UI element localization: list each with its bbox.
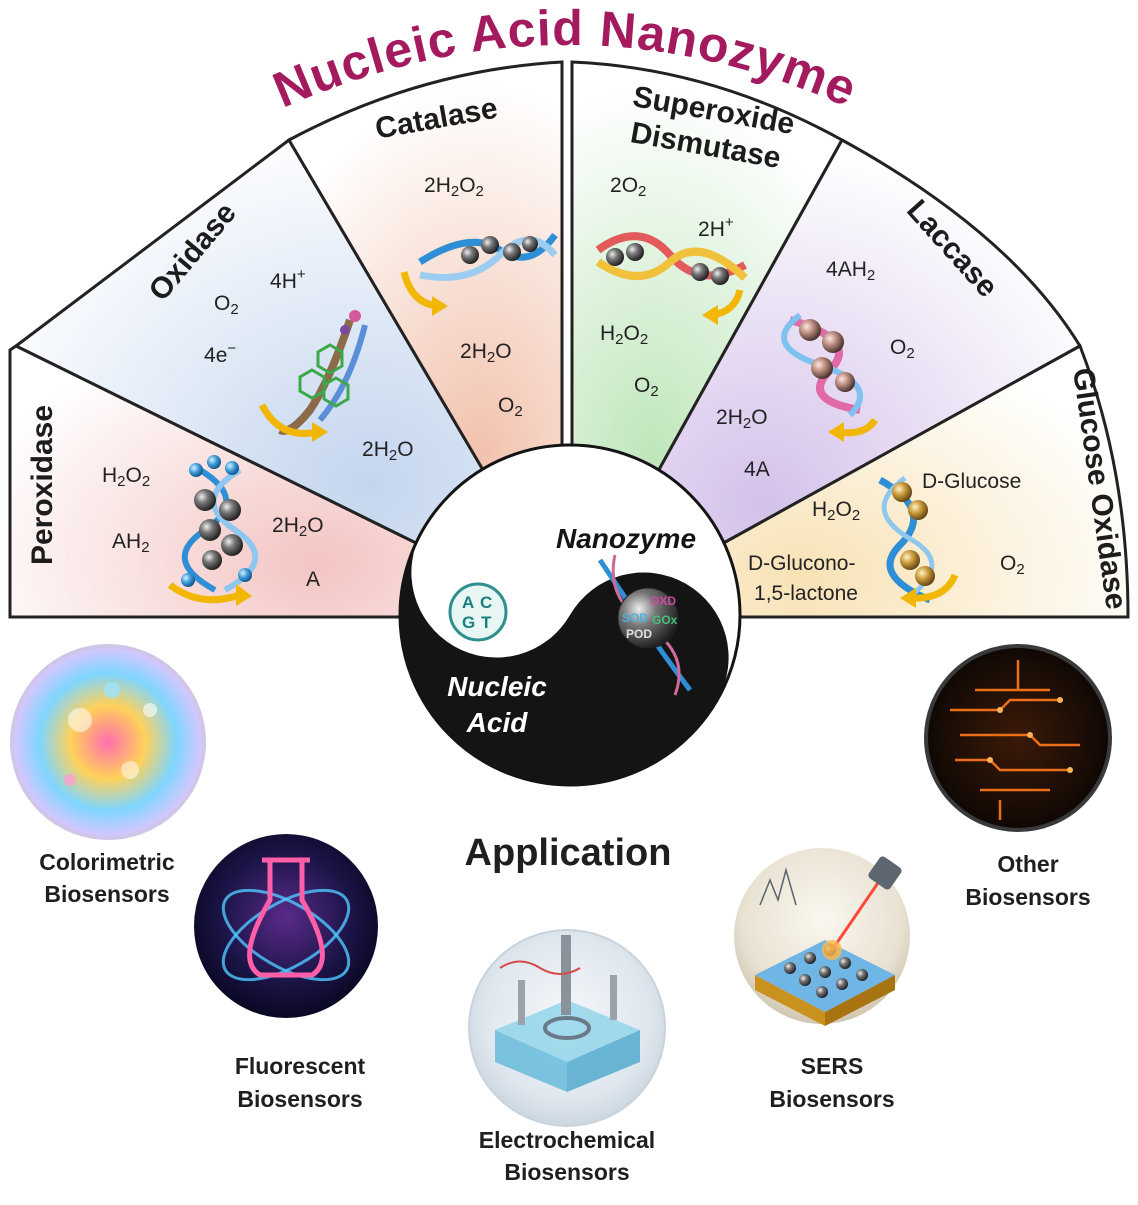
electrochemical-biosensor-image [468,929,666,1127]
colorimetric-biosensor-image [10,644,206,840]
dna-oxidase-illustration [258,310,368,442]
species-2h2o: 2H2​O [362,438,414,464]
species-4ah2: 4AH2​ [826,258,875,284]
species-ah2: AH2​ [112,530,150,556]
sers-label-line1: SERS [801,1053,864,1079]
nucleic-label-line2: Acid [466,707,529,738]
species-2h2o2: 2H2​O2​ [424,174,484,200]
species-h2o2: H2​O2​ [600,322,648,348]
species-o2: O2​ [1000,552,1025,578]
species-2h2o: 2H2​O [460,340,512,366]
svg-text:SOD: SOD [622,611,648,625]
title-text: Nucleic Acid Nanozyme [265,0,864,118]
dna-catalase-illustration [400,232,558,316]
acgt-ball-icon: A C G T [448,582,508,642]
species-o2: O2​ [890,336,915,362]
application-title: Application [465,832,672,874]
svg-text:A: A [462,593,474,612]
svg-text:GOx: GOx [652,613,678,627]
species-lactone: 1,5-lactone [754,582,858,605]
species-2h2o: 2H2​O [272,514,324,540]
dna-sod-illustration [595,232,748,325]
species-d-glucono: D-Glucono- [748,552,855,575]
other-label-line2: Biosensors [965,884,1090,910]
electrochemical-label-line2: Biosensors [504,1159,629,1185]
other-biosensor-image [924,644,1112,832]
fluorescent-label-line2: Biosensors [237,1086,362,1112]
colorimetric-label-line1: Colorimetric [39,849,175,875]
colorimetric-label-line2: Biosensors [44,881,169,907]
svg-text:POD: POD [626,627,652,641]
svg-text:OXD: OXD [650,594,676,608]
species-2o2: 2O2​ [610,174,646,200]
species-o2: O2​ [498,394,523,420]
species-o2: O2​ [214,292,239,318]
svg-text:G: G [462,613,475,632]
species-2h-plus: 2H+​ [698,214,734,241]
diagram-title: Nucleic Acid Nanozyme [265,0,865,118]
dna-glucose-oxidase-illustration [878,475,959,608]
species-4e-minus: 4e−​ [204,340,236,367]
nucleic-label-line1: Nucleic [447,671,547,702]
species-h2o2: H2​O2​ [812,498,860,524]
species-a: A [306,568,320,591]
species-o2: O2​ [634,374,659,400]
svg-text:T: T [481,613,492,632]
fluorescent-label-line1: Fluorescent [235,1053,366,1079]
nanozyme-ball-icon: OXD SOD GOx POD [597,554,693,696]
species-h2o2: H2​O2​ [102,464,150,490]
enzyme-label-peroxidase: Peroxidase [26,405,59,565]
nanozyme-label: Nanozyme [556,523,696,554]
dna-laccase-illustration [781,312,878,442]
svg-text:C: C [480,593,492,612]
electrochemical-label-line1: Electrochemical [479,1127,655,1153]
sers-biosensor-image [734,848,910,1026]
sers-label-line2: Biosensors [769,1086,894,1112]
dna-peroxidase-illustration [167,455,258,606]
species-4h-plus: 4H+​ [270,266,306,293]
other-label-line1: Other [997,851,1058,877]
fluorescent-biosensor-image [194,834,378,1018]
species-d-glucose: D-Glucose [922,470,1021,493]
species-4a: 4A [744,458,770,481]
species-2h2o: 2H2​O [716,406,768,432]
